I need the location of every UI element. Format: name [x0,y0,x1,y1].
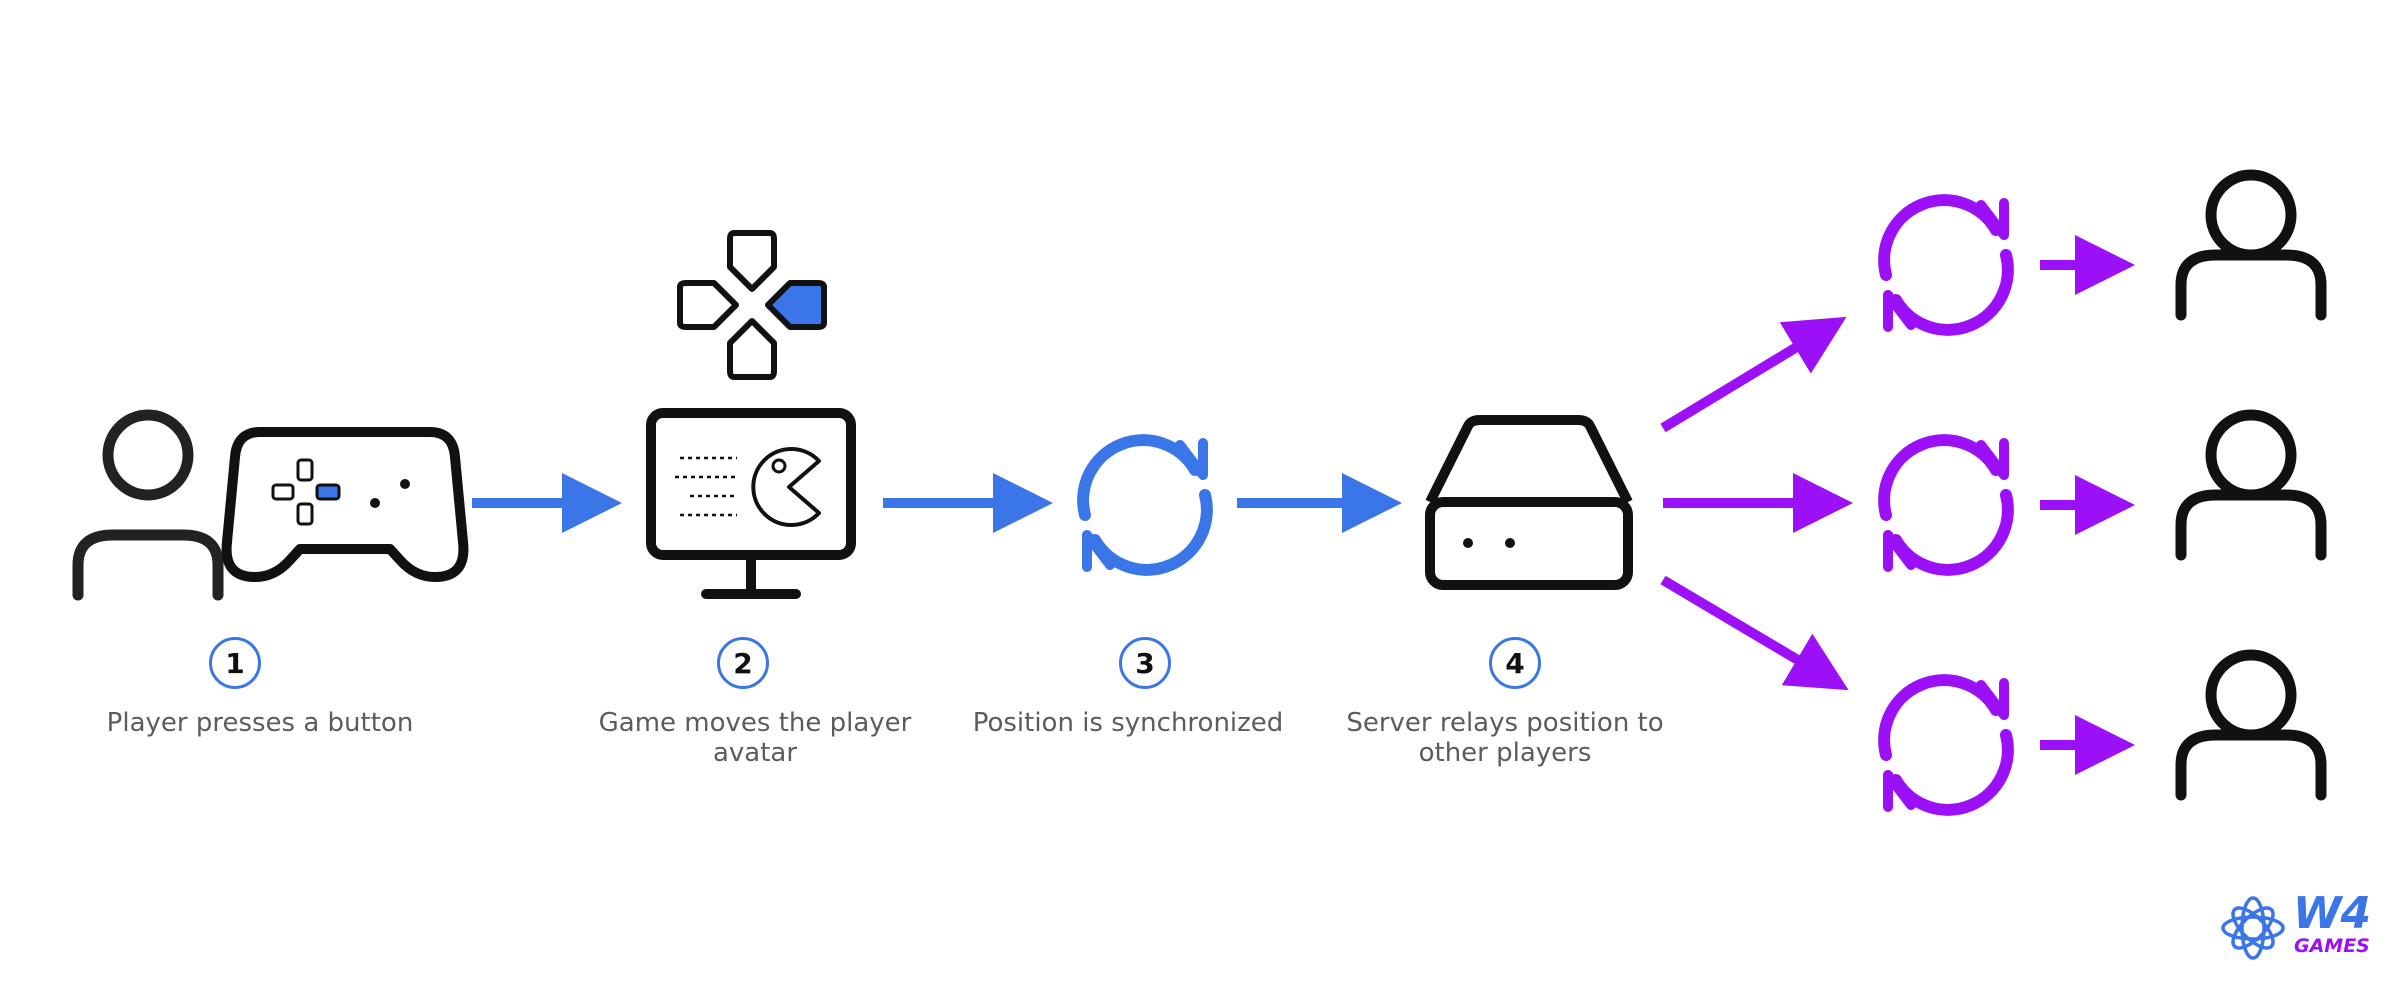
remote-player-icon [2181,175,2321,315]
sync-icon [1884,200,2008,330]
w4-logo-icon [2221,896,2285,960]
sync-icon [1083,440,1207,570]
logo-games: GAMES [2294,935,2370,957]
step-4-label: Server relays position to other players [1346,708,1664,768]
sync-icon [1884,680,2008,810]
monitor-pacman-icon [646,408,856,599]
remote-player-icon [2181,655,2321,795]
step-3-number: 3 [1119,637,1171,689]
sync-icon [1884,440,2008,570]
dpad-icon [677,230,827,380]
relay-arrow [1660,575,1849,691]
relay-arrow [1660,316,1847,433]
gamepad-button-icon [400,479,410,489]
gamepad-button-icon [370,498,380,508]
logo-w4: W4 [2293,888,2371,939]
step-1-number: 1 [209,637,261,689]
server-icon [1425,415,1633,590]
step-1-label: Player presses a button [106,708,414,738]
step-2-number: 2 [717,637,769,689]
gamepad-icon [221,427,469,582]
remote-player-icon [2181,415,2321,555]
step-4-number: 4 [1489,637,1541,689]
step-3-label: Position is synchronized [972,708,1284,738]
step-2-label: Game moves the player avatar [598,708,912,768]
player-icon [72,409,224,601]
gamepad-dpad-icon [271,458,341,526]
